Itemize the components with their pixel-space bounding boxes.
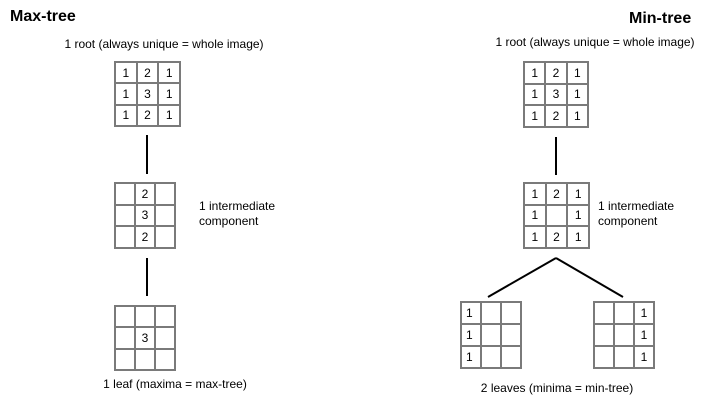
min-tree-leaf-left-grid-cell-5 [501, 324, 521, 346]
min-tree-leaf-left-grid-cell-4 [481, 324, 501, 346]
min-tree-root-grid-cell-4: 3 [545, 83, 567, 106]
min-tree-leaf-right-grid-cell-7 [614, 346, 634, 368]
max-tree-root-grid-cell-4: 3 [136, 83, 159, 105]
max-tree-intermediate-grid-cell-7: 2 [135, 226, 155, 248]
min-tree-leaf-right-grid-cell-0 [594, 302, 614, 324]
min-tree-leaf-left-grid-cell-3: 1 [461, 324, 481, 346]
min-tree-leaf-right-grid-cell-5: 1 [634, 324, 654, 346]
min-tree-intermediate-grid-cell-7: 2 [545, 226, 568, 248]
min-tree-leaf-left-grid-cell-2 [501, 302, 521, 324]
max-tree-intermediate-grid-cell-3 [115, 204, 135, 227]
min-tree-leaf-right-grid-cell-1 [614, 302, 634, 324]
max-tree-intermediate-grid-cell-1: 2 [135, 183, 155, 205]
max-tree-root-grid-cell-8: 1 [158, 104, 180, 126]
max-tree-leaf-grid-cell-4: 3 [135, 327, 155, 349]
min-tree-intermediate-grid-cell-2: 1 [567, 183, 589, 205]
min-tree-leaf-right-grid-cell-8: 1 [634, 346, 654, 368]
max-tree-intermediate-grid-cell-2 [155, 183, 175, 205]
min-tree-root-grid-cell-7: 2 [545, 105, 567, 127]
min-tree-root-grid-cell-3: 1 [524, 83, 546, 106]
min-tree-intermediate-caption-line1: 1 intermediate [598, 199, 675, 213]
max-tree-leaf-grid-cell-8 [155, 348, 175, 370]
min-tree-root-grid-cell-2: 1 [566, 62, 588, 84]
max-tree-leaf-grid-cell-3 [115, 327, 135, 349]
max-tree-root-grid-cell-5: 1 [158, 83, 180, 105]
max-tree-root-grid-cell-3: 1 [115, 83, 137, 105]
min-tree-root-grid-cell-6: 1 [524, 105, 546, 127]
max-tree-leaf-grid-cell-0 [115, 306, 135, 328]
min-tree-intermediate-grid-cell-5: 1 [567, 204, 589, 227]
max-tree-root-grid-cell-6: 1 [115, 104, 137, 126]
max-tree-root-grid-cell-2: 1 [158, 62, 180, 84]
min-tree-leaf-right-grid-cell-3 [594, 324, 614, 346]
max-tree-root-grid-cell-1: 2 [136, 62, 159, 84]
max-tree-leaf-grid-cell-2 [155, 306, 175, 328]
min-tree-root-caption: 1 root (always unique = whole image) [495, 35, 695, 49]
max-tree-intermediate-caption: 1 intermediate component [199, 199, 275, 229]
max-tree-leaf-grid-cell-7 [135, 348, 155, 370]
max-tree-title: Max-tree [10, 8, 76, 25]
max-tree-intermediate-caption-line1: 1 intermediate [199, 199, 276, 213]
min-tree-intermediate-caption: 1 intermediate component [598, 199, 674, 229]
min-tree-leaf-left-grid-cell-1 [481, 302, 501, 324]
max-tree-root-caption: 1 root (always unique = whole image) [64, 37, 264, 51]
max-tree-root-grid-cell-7: 2 [136, 104, 159, 126]
max-tree-intermediate-grid-cell-8 [155, 226, 175, 248]
max-tree-leaf-caption: 1 leaf (maxima = max-tree) [103, 377, 247, 391]
max-tree-intermediate-grid-cell-0 [115, 183, 135, 205]
min-tree-title: Min-tree [629, 10, 692, 27]
min-tree-intermediate-grid-cell-0: 1 [524, 183, 546, 205]
min-tree-root-grid-cell-0: 1 [524, 62, 546, 84]
min-tree-intermediate-grid-cell-6: 1 [524, 226, 546, 248]
min-tree-intermediate-grid-cell-3: 1 [524, 204, 546, 227]
max-tree-leaf-grid-cell-1 [135, 306, 155, 328]
min-tree-leaf-left-grid-cell-7 [481, 346, 501, 368]
min-tree-intermediate-grid-cell-4 [545, 204, 568, 227]
min-tree-root-grid-cell-8: 1 [566, 105, 588, 127]
max-tree-intermediate-grid-cell-5 [155, 204, 175, 227]
max-tree-intermediate-caption-line2: component [199, 214, 259, 228]
min-tree-intermediate-grid-cell-8: 1 [567, 226, 589, 248]
min-tree-intermediate-grid-cell-1: 2 [545, 183, 568, 205]
min-tree-intermediate-caption-line2: component [598, 214, 658, 228]
max-tree-leaf-grid: 3 [114, 305, 176, 371]
min-tree-leaf-left-grid-cell-8 [501, 346, 521, 368]
min-tree-leaf-right-grid-cell-2: 1 [634, 302, 654, 324]
min-tree-leaf-left-grid-cell-0: 1 [461, 302, 481, 324]
min-tree-leaf-left-grid-cell-6: 1 [461, 346, 481, 368]
min-tree-leaf-right-grid-cell-6 [594, 346, 614, 368]
min-tree-edge-intermediate-leaf-right [555, 257, 624, 298]
min-tree-edge-intermediate-leaf-left [487, 257, 557, 298]
max-tree-leaf-grid-cell-5 [155, 327, 175, 349]
min-tree-root-grid-cell-1: 2 [545, 62, 567, 84]
max-tree-intermediate-grid-cell-4: 3 [135, 204, 155, 227]
min-tree-leaves-caption: 2 leaves (minima = min-tree) [480, 381, 634, 395]
max-tree-intermediate-grid-cell-6 [115, 226, 135, 248]
min-tree-root-grid-cell-5: 1 [566, 83, 588, 106]
max-tree-root-grid-cell-0: 1 [115, 62, 137, 84]
min-tree-leaf-right-grid-cell-4 [614, 324, 634, 346]
max-tree-leaf-grid-cell-6 [115, 348, 135, 370]
